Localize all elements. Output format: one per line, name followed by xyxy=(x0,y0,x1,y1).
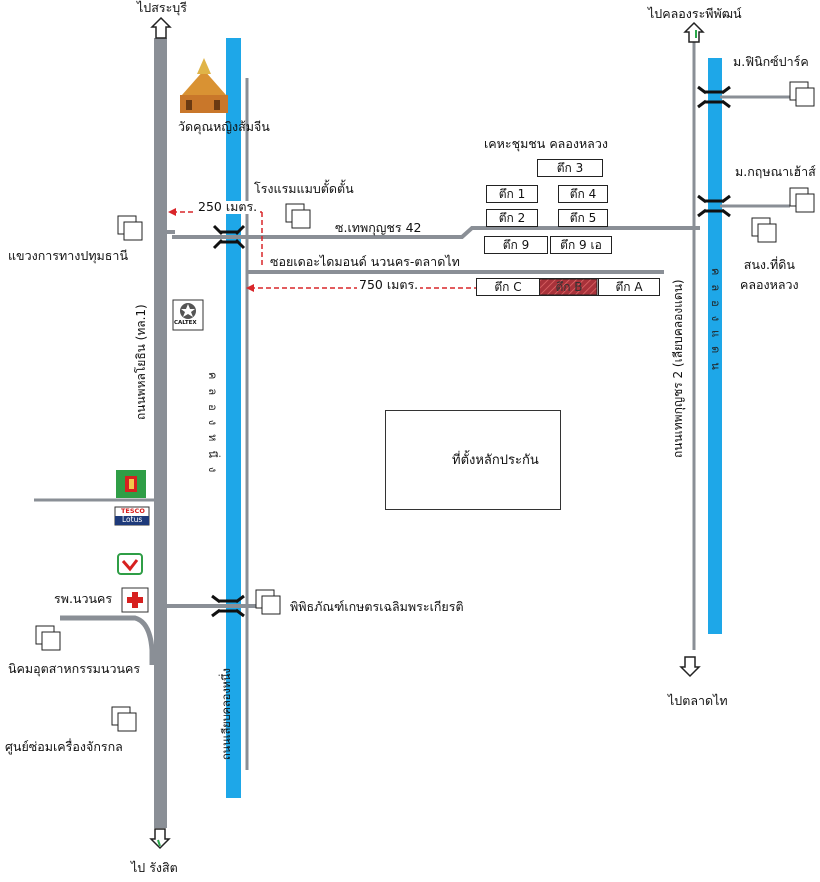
tesco-text: TESCO xyxy=(121,507,145,515)
building-3: ตึก 3 xyxy=(537,159,603,177)
machinery-center-label: ศูนย์ซ่อมเครื่องจักรกล xyxy=(5,739,123,754)
krisana-house-label: ม.กฤษณาเฮ้าส์ xyxy=(735,164,816,179)
building-5: ตึก 5 xyxy=(558,209,608,227)
caltex-logo xyxy=(172,299,204,331)
bridge-phoenix xyxy=(697,85,731,109)
canal-dan-label: คลองแดน xyxy=(709,268,722,379)
arrow-accent xyxy=(157,839,161,847)
bridge-soi42 xyxy=(212,224,246,250)
bridge-krisana xyxy=(697,194,731,218)
main-highway-label: ถนนพหลโยธิน (ทล.1) xyxy=(134,304,148,420)
canal-road-label: ถนนเลียบคลองหนึ่ง xyxy=(220,668,233,760)
distance-750-label: 750 เมตร. xyxy=(357,277,421,292)
direction-south-right: ไปตลาดไท xyxy=(668,693,728,708)
branch-road xyxy=(60,615,155,665)
temple-label: วัดคุณหญิงส้มจีน xyxy=(178,119,270,134)
building-9a: ตึก 9 เอ xyxy=(550,236,612,254)
industrial-estate-label: นิคมอุตสาหกรรมนวนคร xyxy=(8,661,141,676)
direction-north-main: ไปสระบุรี xyxy=(137,0,187,15)
arrow-up-icon xyxy=(150,16,705,43)
district-office-label: แขวงการทางปทุมธานี xyxy=(8,248,128,263)
lotus-text: Lotus xyxy=(122,515,143,524)
building-c: ตึก C xyxy=(476,278,540,296)
canal-one-label: คลองหนึ่ง xyxy=(206,372,219,482)
soi-thepkunchon-42 xyxy=(172,226,700,239)
community-label: เคหะชุมชน คลองหลวง xyxy=(484,136,608,151)
tesco-sign-icon xyxy=(116,470,146,498)
right-road-label: ถนนเทพกุญชร 2 (เลียบคลองแดน) xyxy=(671,279,685,458)
main-highway xyxy=(154,38,167,828)
temple-icon xyxy=(180,58,228,113)
green-badge-icon xyxy=(117,553,143,575)
arrow-down-icon xyxy=(149,656,701,850)
building-9: ตึก 9 xyxy=(484,236,548,254)
direction-north-right: ไปคลองระพีพัฒน์ xyxy=(648,6,742,21)
distance-250-arrowhead xyxy=(168,208,176,216)
distance-750-arrowhead xyxy=(246,284,254,292)
soi-top-label: ซ.เทพกุญชร 42 xyxy=(335,220,422,235)
phoenix-park-label: ม.ฟินิกซ์ปาร์ค xyxy=(733,54,809,69)
museum-label: พิพิธภัณฑ์เกษตรเฉลิมพระเกียรติ xyxy=(290,599,464,614)
caltex-text: CALTEX xyxy=(174,320,197,326)
legend xyxy=(385,410,561,510)
hospital-label: รพ.นวนคร xyxy=(54,591,113,606)
land-office-label: สนง.ที่ดิน คลองหลวง xyxy=(740,257,799,292)
building-icon xyxy=(35,81,815,732)
building-b: ตึก B xyxy=(539,278,599,296)
hotel-label: โรงแรมแมบตั้ดตั้น xyxy=(254,181,354,196)
hospital-icon xyxy=(121,587,149,613)
legend-label: ที่ตั้งหลักประกัน xyxy=(452,453,539,468)
distance-250-label: 250 เมตร. xyxy=(196,199,260,214)
direction-south-main: ไป รังสิต xyxy=(131,860,178,875)
building-1: ตึก 1 xyxy=(486,185,538,203)
bridge-museum xyxy=(211,594,245,618)
soi-bottom-label: ซอยเดอะไดมอนด์ นวนคร-ตลาดไท xyxy=(270,254,460,269)
building-2: ตึก 2 xyxy=(486,209,538,227)
building-4: ตึก 4 xyxy=(558,185,608,203)
tesco-lotus-logo xyxy=(114,506,150,526)
building-a: ตึก A xyxy=(598,278,660,296)
